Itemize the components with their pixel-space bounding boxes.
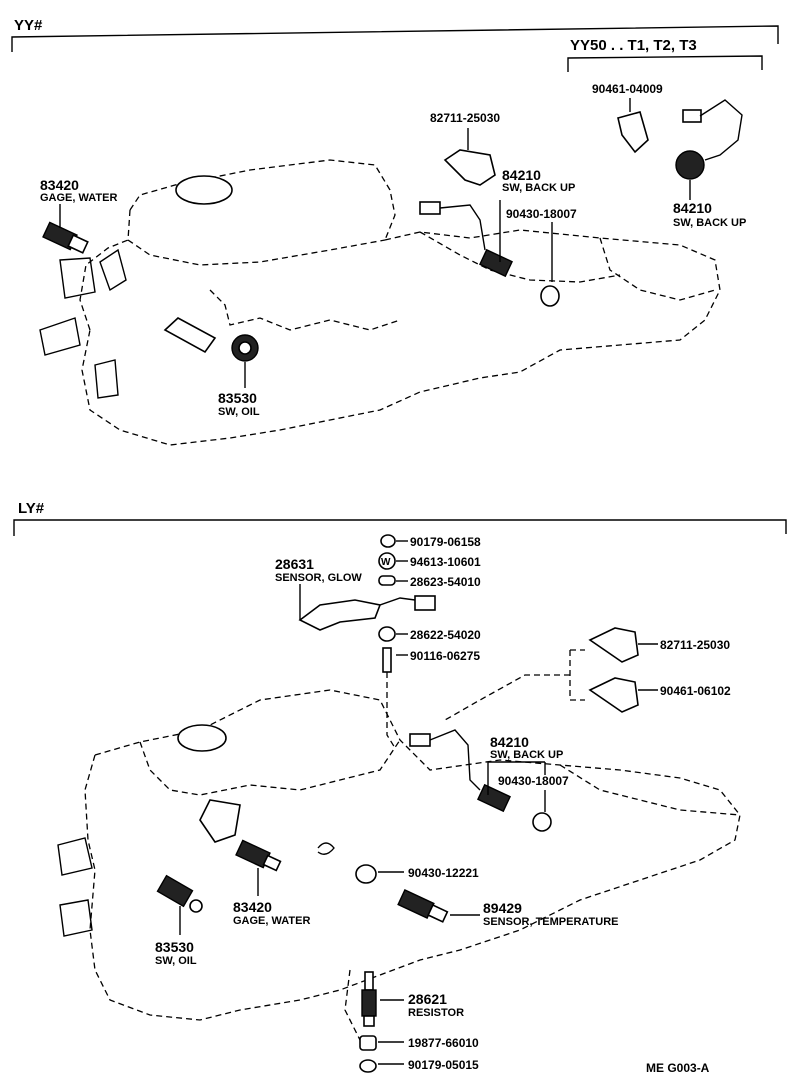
ly-section-bracket <box>13 519 787 536</box>
yy50-subgroup-title: YY50 . . T1, T2, T3 <box>570 37 697 54</box>
ly-oil-switch-part <box>156 874 203 913</box>
yy50-subgroup-bracket <box>567 55 763 72</box>
ly-gasket-90430a-icon <box>532 812 552 832</box>
yy-section: YY# YY50 . . T1, T2, T3 <box>11 17 779 446</box>
yy-83420-number: 83420 <box>40 177 79 193</box>
ly-backup-switch-part <box>409 729 511 813</box>
ly-bracket-82711-icon <box>588 627 639 663</box>
ly-radiator-cap-icon <box>177 724 227 752</box>
yy50-backup-switch-part <box>675 99 743 180</box>
ly-glow-sensor-part <box>298 595 436 631</box>
ly-83420-number: 83420 <box>233 899 272 915</box>
yy-83530-name: SW, OIL <box>218 406 260 418</box>
ly-resistor-part <box>361 971 377 1027</box>
ly-84210-name: SW, BACK UP <box>490 749 563 761</box>
ly-90179b-icon <box>359 1059 377 1073</box>
ly-clip-icon <box>317 842 335 855</box>
ly-28631-name: SENSOR, GLOW <box>275 572 362 584</box>
yy-hose-icon <box>163 317 217 354</box>
yy-engine-outline <box>79 159 721 446</box>
yy-section-bracket <box>11 25 779 52</box>
yy-84210b-name: SW, BACK UP <box>673 217 746 229</box>
yy-84210a-name: SW, BACK UP <box>502 182 575 194</box>
yy-90430-number: 90430-18007 <box>506 207 577 221</box>
yy-83420-name: GAGE, WATER <box>40 192 117 204</box>
ly-82711-number: 82711-25030 <box>660 638 730 652</box>
ly-28622-number: 28622-54020 <box>410 628 481 642</box>
ly-90461-number: 90461-06102 <box>660 684 731 698</box>
ly-section: LY# W 90179-06158 94613-10601 <box>13 500 787 1073</box>
ly-90430a-number: 90430-18007 <box>498 774 569 788</box>
ly-28623-number: 28623-54010 <box>410 575 481 589</box>
ly-fan-icon <box>57 837 93 937</box>
yy-bracket-82711-icon <box>443 149 496 186</box>
ly-temperature-sensor-part <box>397 889 449 923</box>
yy-90461-number: 90461-04009 <box>592 82 663 96</box>
ly-90430b-number: 90430-12221 <box>408 866 479 880</box>
ly-83530-name: SW, OIL <box>155 955 197 967</box>
svg-text:W: W <box>381 557 391 568</box>
yy-84210a-number: 84210 <box>502 167 541 183</box>
yy-section-title: YY# <box>14 17 43 34</box>
yy-82711-number: 82711-25030 <box>430 111 500 125</box>
ly-hose-icon <box>199 799 241 843</box>
ly-19877-number: 19877-66010 <box>408 1036 479 1050</box>
ly-gasket-90430b-icon <box>355 864 377 884</box>
ly-28621-name: RESISTOR <box>408 1007 464 1019</box>
yy-fan-icon <box>39 248 127 399</box>
diagram-code: ME G003-A <box>646 1061 710 1075</box>
ly-engine-outline <box>84 689 741 1041</box>
ly-90179b-number: 90179-05015 <box>408 1058 479 1072</box>
ly-83420-name: GAGE, WATER <box>233 915 310 927</box>
yy-gasket-90430-icon <box>540 285 560 307</box>
ly-28621-number: 28621 <box>408 991 447 1007</box>
ly-28631-number: 28631 <box>275 556 314 572</box>
yy-backup-switch-part <box>419 201 513 278</box>
ly-89429-number: 89429 <box>483 900 522 916</box>
ly-bracket-90461-icon <box>588 677 639 713</box>
ly-83530-number: 83530 <box>155 939 194 955</box>
ly-water-gage-part <box>235 839 282 872</box>
radiator-cap-icon <box>175 175 233 205</box>
ly-small-parts-stack: W <box>378 534 396 673</box>
ly-94613-number: 94613-10601 <box>410 555 481 569</box>
yy-bracket-90461-icon <box>617 111 649 154</box>
ly-84210-number: 84210 <box>490 734 529 750</box>
ly-89429-name: SENSOR, TEMPERATURE <box>483 916 618 928</box>
yy-84210b-number: 84210 <box>673 200 712 216</box>
ly-90116-number: 90116-06275 <box>410 649 480 663</box>
ly-section-title: LY# <box>18 500 45 517</box>
ly-90179a-number: 90179-06158 <box>410 535 481 549</box>
yy-83530-number: 83530 <box>218 390 257 406</box>
ly-19877-icon <box>359 1035 377 1051</box>
yy-oil-switch-part <box>231 334 259 362</box>
yy-water-gage-part <box>42 221 89 254</box>
